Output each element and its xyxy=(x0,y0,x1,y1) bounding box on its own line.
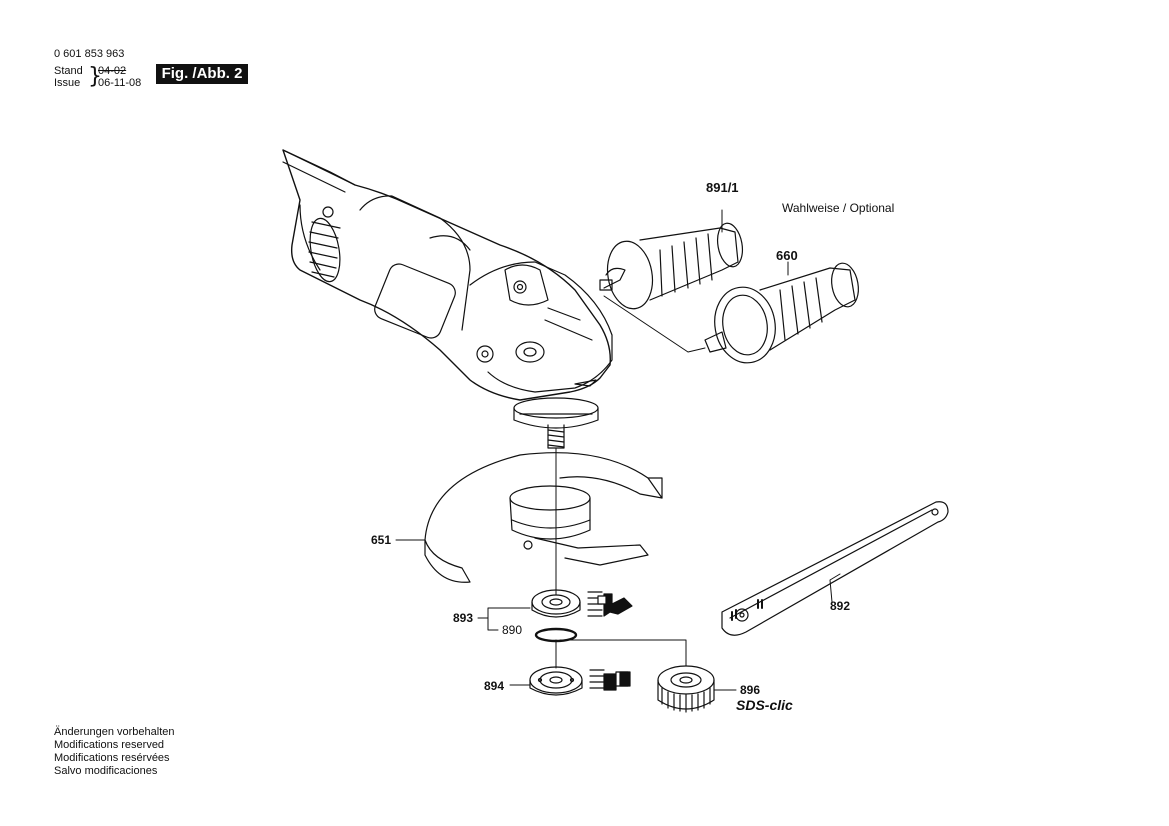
assembly-orientation-icon xyxy=(587,591,633,691)
mounting-flange-893 xyxy=(531,589,581,618)
optional-note: Wahlweise / Optional xyxy=(782,201,895,215)
callout-891-1: 891/1 xyxy=(706,180,739,195)
issue-date: 06-11-08 xyxy=(98,77,142,89)
callout-894: 894 xyxy=(484,679,505,693)
part-number: 0 601 853 963 xyxy=(54,48,125,60)
auxiliary-handle-660 xyxy=(704,262,859,364)
callout-892: 892 xyxy=(830,599,851,613)
callout-893: 893 xyxy=(453,611,474,625)
callout-890: 890 xyxy=(502,623,523,637)
auxiliary-handle-891-1 xyxy=(599,222,744,310)
callout-660: 660 xyxy=(776,248,798,263)
o-ring-890 xyxy=(534,627,578,643)
callout-651: 651 xyxy=(371,533,392,547)
two-pin-spanner-892 xyxy=(721,501,949,636)
brace-icon: } xyxy=(88,64,102,89)
figure-label: Fig. /Abb. 2 xyxy=(156,64,248,84)
sds-clic-logo: SDS-clic xyxy=(736,697,793,713)
quick-clamping-nut-896 xyxy=(657,665,715,713)
grinder-body xyxy=(282,149,613,449)
issue-label: Issue xyxy=(54,77,81,89)
stand-label: Stand xyxy=(54,65,83,77)
footer-note: Salvo modificaciones xyxy=(54,765,158,777)
footer-note: Modifications reserved xyxy=(54,739,165,751)
footer-note: Modifications resérvées xyxy=(54,752,170,764)
callout-896: 896 xyxy=(740,683,761,697)
footer-note: Änderungen vorbehalten xyxy=(54,726,175,738)
clamping-nut-894 xyxy=(529,666,583,696)
wheel-guard xyxy=(424,452,663,583)
stand-old-date: 04-02 xyxy=(98,65,127,77)
